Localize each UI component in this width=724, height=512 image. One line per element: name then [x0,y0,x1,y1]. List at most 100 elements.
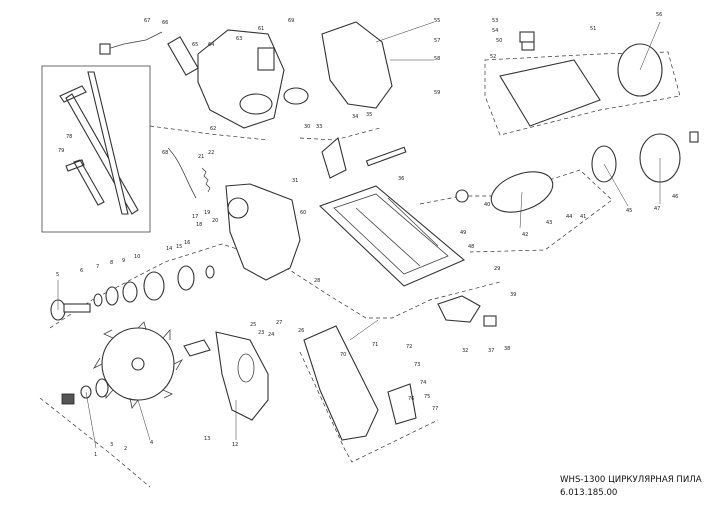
callout-27: 27 [276,320,282,326]
callout-10: 10 [134,254,140,260]
callout-31: 31 [292,178,298,184]
callout-26: 26 [298,328,304,334]
saw-blade [92,321,184,409]
guard-window [237,353,255,383]
inset-box-tools [41,65,151,233]
callout-13: 13 [204,436,210,442]
callout-48: 48 [468,244,474,250]
callout-57: 57 [434,38,440,44]
callout-12: 12 [232,442,238,448]
boundary-top-housing [149,125,381,141]
callout-76: 76 [408,396,414,402]
parallel-guide-bracket [437,295,481,323]
spring-70 [201,167,211,193]
callout-37: 37 [488,348,494,354]
boundary-lower [39,351,439,488]
blade-guard [215,331,269,421]
base-plate [318,185,466,287]
callout-23: 23 [258,330,264,336]
callout-41: 41 [580,214,586,220]
callout-55: 55 [434,18,440,24]
callout-24: 24 [268,332,274,338]
callout-51: 51 [590,26,596,32]
callout-65: 65 [192,42,198,48]
callout-68: 68 [162,150,168,156]
boundary-base-plate [267,255,501,319]
gearbox-bearing-seat [227,197,249,219]
callout-6: 6 [80,268,83,274]
callout-39: 39 [510,292,516,298]
callout-labels: 1 2 3 4 5 6 7 8 9 10 12 13 14 15 16 17 1… [56,12,678,458]
motor-housing [499,59,601,127]
callout-32: 32 [462,348,468,354]
bearing-40 [455,189,469,203]
callout-71: 71 [372,342,378,348]
drawing-caption: WHS-1300 ЦИРКУЛЯРНАЯ ПИЛА 6.013.185.00 [560,474,702,500]
base-plate-inner [333,193,449,275]
callout-43: 43 [546,220,552,226]
callout-59: 59 [434,90,440,96]
switch-block [283,87,309,105]
brush-holder-mid [521,41,535,51]
callout-54: 54 [492,28,498,34]
caption-code: 6.013.185.00 [560,488,618,498]
callout-28: 28 [314,278,320,284]
grip-insert [239,93,273,115]
brush-holder-top [519,31,535,43]
callout-62: 62 [210,126,216,132]
callout-33: 33 [316,124,322,130]
switch-cover [257,47,275,71]
caption-title: WHS-1300 ЦИРКУЛЯРНАЯ ПИЛА [560,475,702,485]
callout-2: 2 [124,446,127,452]
leader-lines [57,21,661,449]
callout-64: 64 [208,42,214,48]
callout-34: 34 [352,114,358,120]
callout-4: 4 [150,440,153,446]
cable-68 [167,147,197,199]
callout-8: 8 [110,260,113,266]
cord-sleeve [167,36,199,76]
callout-75: 75 [424,394,430,400]
callout-42: 42 [522,232,528,238]
callout-60: 60 [300,210,306,216]
hex-key-79 [65,159,105,206]
callout-25: 25 [250,322,256,328]
callout-72: 72 [406,344,412,350]
callout-5: 5 [56,272,59,278]
callout-7: 7 [96,264,99,270]
callout-16: 16 [184,240,190,246]
callout-49: 49 [460,230,466,236]
power-cord [103,31,163,51]
callout-45: 45 [626,208,632,214]
callout-20: 20 [212,218,218,224]
callout-21: 21 [198,154,204,160]
callout-40: 40 [484,202,490,208]
spindle-assembly [50,265,215,321]
callout-66: 66 [162,20,168,26]
carbon-brush [689,131,699,143]
callout-17: 17 [192,214,198,220]
cord-plug [99,43,111,55]
guard-lever [183,339,211,357]
callout-74: 74 [420,380,426,386]
callout-70: 70 [340,352,346,358]
lower-guard-bracket [387,383,417,425]
callout-38: 38 [504,346,510,352]
callout-52: 52 [490,54,496,60]
fence-guide-78 [87,71,129,215]
callout-1: 1 [94,452,97,458]
callout-50: 50 [496,38,502,44]
callout-29: 29 [494,266,500,272]
callout-3: 3 [110,442,113,448]
callout-14: 14 [166,246,172,252]
spring-rod [365,146,407,167]
callout-36: 36 [398,176,404,182]
lower-guard [303,325,379,441]
callout-73: 73 [414,362,420,368]
guide-knob [483,315,497,327]
callout-69: 69 [288,18,294,24]
boundary-motor [484,51,681,136]
depth-quadrant [321,136,347,179]
